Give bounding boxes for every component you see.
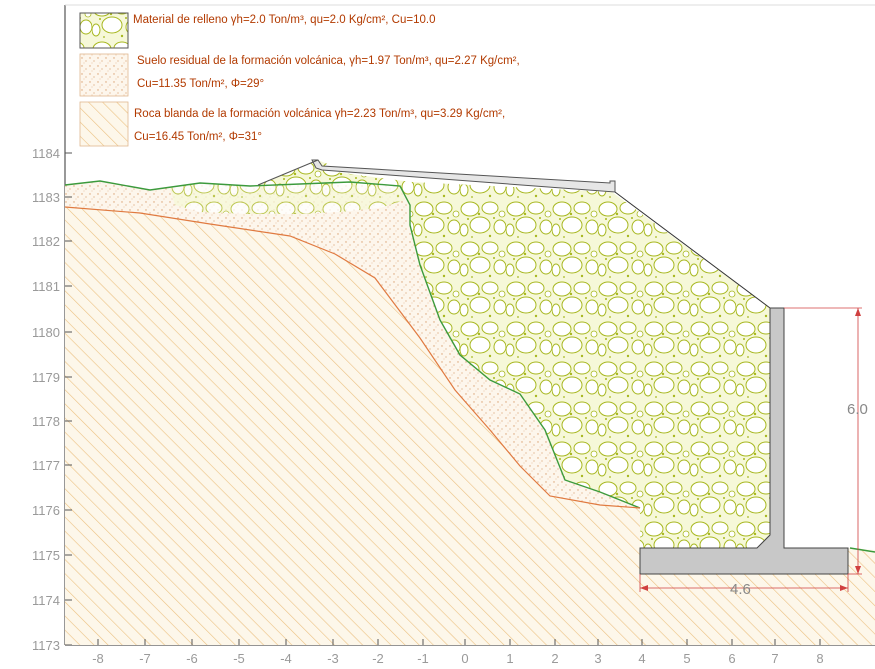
y-axis: 1184 1183 1182 1181 1180 1179 1178 1177 …	[32, 146, 72, 653]
legend-item-relleno: Material de relleno γh=2.0 Ton/m³, qu=2.…	[79, 12, 435, 49]
x-tick-label: -5	[233, 651, 245, 666]
fill-boundary-line	[64, 180, 641, 509]
y-tick-label: 1177	[32, 458, 60, 473]
x-tick: 5	[683, 639, 691, 666]
x-tick-label: 7	[771, 651, 778, 666]
y-tick: 1174	[32, 593, 72, 608]
x-tick-label: 3	[594, 651, 601, 666]
x-tick: -5	[233, 639, 245, 666]
legend-item-roca: Roca blanda de la formación volcánica γh…	[79, 101, 505, 147]
x-tick: 7	[771, 639, 779, 666]
base-width-label: 4.6	[730, 581, 751, 598]
x-tick: 3	[594, 639, 602, 666]
x-tick-label: 8	[816, 651, 823, 666]
x-tick: 8	[816, 639, 824, 666]
material-relleno-zone	[258, 160, 770, 548]
y-tick-label: 1182	[32, 234, 60, 249]
x-tick-label: 6	[728, 651, 735, 666]
x-tick-label: 0	[461, 651, 468, 666]
road-slab	[257, 159, 616, 193]
x-tick-label: -4	[280, 651, 292, 666]
y-tick-label: 1173	[32, 638, 60, 653]
x-tick: -2	[372, 639, 384, 666]
x-tick-label: 4	[638, 651, 645, 666]
x-tick-label: -1	[417, 651, 429, 666]
legend-label-roca-2: Cu=16.45 Ton/m², Φ=31°	[134, 131, 262, 143]
y-tick-label: 1181	[32, 279, 60, 294]
y-tick-label: 1174	[32, 593, 60, 608]
relleno-surface-patch	[170, 182, 405, 214]
right-ground-line	[849, 547, 875, 553]
x-tick-label: -2	[372, 651, 384, 666]
x-tick: -4	[280, 639, 292, 666]
y-tick-label: 1176	[32, 503, 60, 518]
x-tick-label: -7	[139, 651, 151, 666]
legend: Material de relleno γh=2.0 Ton/m³, qu=2.…	[79, 12, 520, 147]
x-tick: 6	[728, 639, 736, 666]
y-tick-label: 1179	[32, 370, 60, 385]
legend-swatch-suelo	[79, 53, 129, 97]
legend-swatch-roca	[79, 101, 129, 147]
y-tick-label: 1184	[32, 146, 60, 161]
rock-boundary-line	[64, 206, 641, 509]
x-tick: 0	[461, 639, 469, 666]
legend-swatch-relleno	[79, 12, 129, 49]
y-tick: 1180	[32, 325, 72, 340]
x-tick-label: -8	[92, 651, 104, 666]
backfill-slope-line	[614, 191, 771, 309]
wall-height-label: 6.0	[847, 401, 868, 418]
legend-label-suelo-1: Suelo residual de la formación volcánica…	[137, 55, 520, 67]
wall-height-dimension: 6.0	[784, 307, 868, 575]
y-tick-label: 1180	[32, 325, 60, 340]
y-tick: 1179	[32, 370, 72, 385]
x-tick-label: -6	[186, 651, 198, 666]
y-tick: 1182	[32, 234, 72, 249]
retaining-wall	[639, 307, 849, 575]
y-tick: 1181	[32, 279, 72, 294]
x-tick: 4	[638, 639, 646, 666]
x-tick: 1	[506, 639, 514, 666]
y-tick: 1177	[32, 458, 72, 473]
legend-label-relleno: Material de relleno γh=2.0 Ton/m³, qu=2.…	[133, 14, 435, 26]
legend-item-suelo: Suelo residual de la formación volcánica…	[79, 53, 520, 97]
x-tick: 2	[551, 639, 559, 666]
x-tick: -6	[186, 639, 198, 666]
x-tick-label: 1	[506, 651, 513, 666]
x-tick: -8	[92, 639, 104, 666]
x-tick-label: -3	[327, 651, 339, 666]
y-tick-label: 1175	[32, 548, 60, 563]
x-tick: -7	[139, 639, 151, 666]
x-tick: -3	[327, 639, 339, 666]
legend-label-roca-1: Roca blanda de la formación volcánica γh…	[134, 108, 505, 120]
x-tick-label: 2	[551, 651, 558, 666]
suelo-residual-layer	[65, 181, 640, 508]
y-tick: 1178	[32, 414, 72, 429]
x-tick: -1	[417, 639, 429, 666]
legend-label-suelo-2: Cu=11.35 Ton/m², Φ=29°	[137, 78, 264, 90]
roca-blanda-layer	[65, 207, 875, 645]
y-tick-label: 1178	[32, 414, 60, 429]
y-tick: 1176	[32, 503, 72, 518]
base-width-dimension: 4.6	[639, 574, 849, 598]
x-axis: -8 -7 -6 -5 -4 -3 -2 -1 0 1 2 3 4 5 6 7 …	[92, 639, 824, 666]
y-tick: 1184	[32, 146, 72, 161]
x-tick-label: 5	[683, 651, 690, 666]
y-tick: 1183	[32, 190, 72, 205]
y-tick: 1173	[32, 638, 72, 653]
y-tick-label: 1183	[32, 190, 60, 205]
y-tick: 1175	[32, 548, 72, 563]
